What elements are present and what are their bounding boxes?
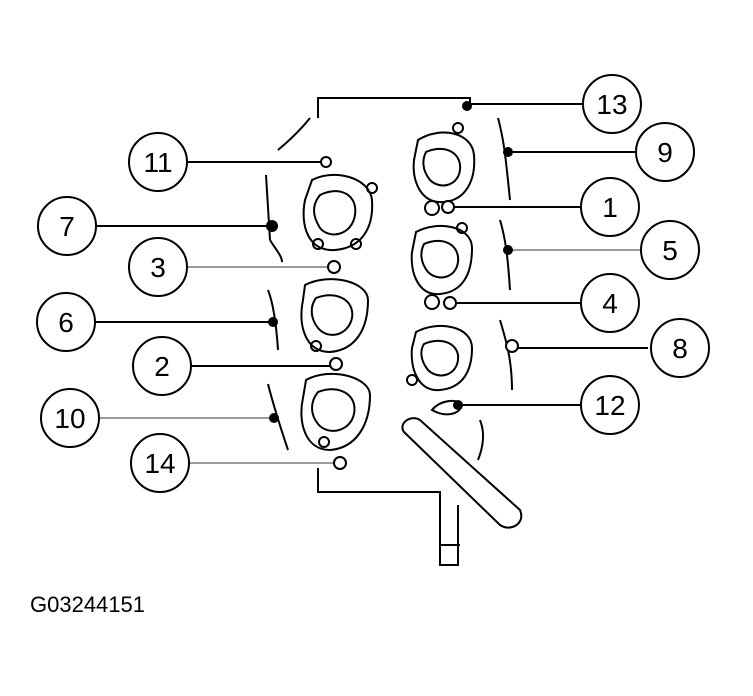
callout-1: 1: [580, 177, 640, 237]
svg-text:10: 10: [54, 403, 85, 434]
bolt-13: [462, 101, 472, 111]
svg-text:14: 14: [144, 448, 175, 479]
figure-id: G03244151: [30, 592, 145, 617]
callout-2: 2: [132, 336, 192, 396]
bolt-6: [268, 317, 278, 327]
callout-3: 3: [128, 237, 188, 297]
svg-text:13: 13: [596, 89, 627, 120]
callout-13: 13: [582, 74, 642, 134]
bolt-8: [505, 339, 519, 353]
svg-text:12: 12: [594, 390, 625, 421]
leader-13: [317, 97, 582, 118]
callout-5: 5: [640, 220, 700, 280]
svg-text:4: 4: [602, 288, 618, 319]
bolt-10: [269, 413, 279, 423]
bolt-11: [320, 156, 332, 168]
callout-11: 11: [128, 132, 188, 192]
svg-text:7: 7: [59, 211, 75, 242]
bolt-9: [503, 147, 513, 157]
gasket-outline: [265, 117, 523, 566]
callout-10: 10: [40, 388, 100, 448]
svg-text:6: 6: [58, 307, 74, 338]
callout-14: 14: [130, 433, 190, 493]
bolt-4: [443, 296, 457, 310]
svg-text:1: 1: [602, 192, 618, 223]
svg-text:8: 8: [672, 333, 688, 364]
bolt-1: [441, 200, 455, 214]
svg-text:11: 11: [143, 147, 172, 178]
svg-text:3: 3: [150, 252, 166, 283]
svg-text:9: 9: [657, 137, 673, 168]
bolt-5: [503, 245, 513, 255]
callout-6: 6: [36, 292, 96, 352]
svg-text:5: 5: [662, 235, 678, 266]
bolt-12: [453, 400, 463, 410]
svg-text:2: 2: [154, 351, 170, 382]
callout-12: 12: [580, 375, 640, 435]
callout-8: 8: [650, 318, 710, 378]
bolt-3: [327, 260, 341, 274]
callout-9: 9: [635, 122, 695, 182]
bolt-2: [329, 357, 343, 371]
callout-7: 7: [37, 196, 97, 256]
bolt-14: [333, 456, 347, 470]
callout-4: 4: [580, 273, 640, 333]
bolt-7: [266, 220, 278, 232]
